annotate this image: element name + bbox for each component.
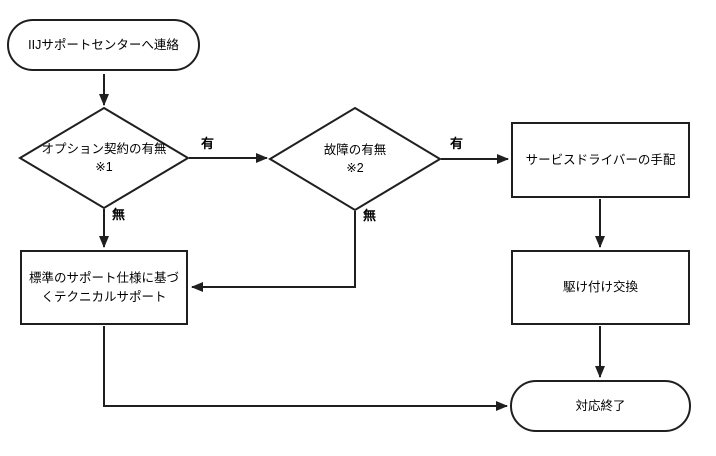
standard-support-node: 標準のサポート仕様に基づくテクニカルサポート (20, 250, 188, 325)
end-node-label: 対応終了 (575, 398, 626, 413)
onsite-replacement-node: 駆け付け交換 (511, 250, 690, 325)
standard-support-label: 標準のサポート仕様に基づくテクニカルサポート (28, 271, 179, 304)
edge-label-failure-no: 無 (362, 208, 378, 223)
start-node-label: IIJサポートセンターへ連絡 (28, 37, 179, 52)
arrow-decision-failure-no (191, 211, 356, 292)
service-driver-node: サービスドライバーの手配 (511, 122, 690, 198)
arrow-standard-to-end (103, 326, 508, 411)
edge-label-failure-yes: 有 (449, 136, 465, 151)
end-node: 対応終了 (510, 380, 691, 432)
edge-label-option-no: 無 (111, 207, 127, 222)
onsite-replacement-label: 駆け付け交換 (562, 280, 638, 295)
edge-label-option-yes: 有 (200, 136, 216, 151)
decision-failure-diamond (268, 106, 442, 212)
service-driver-label: サービスドライバーの手配 (525, 152, 676, 167)
start-node: IIJサポートセンターへ連絡 (7, 19, 200, 71)
decision-option-diamond (18, 106, 190, 210)
